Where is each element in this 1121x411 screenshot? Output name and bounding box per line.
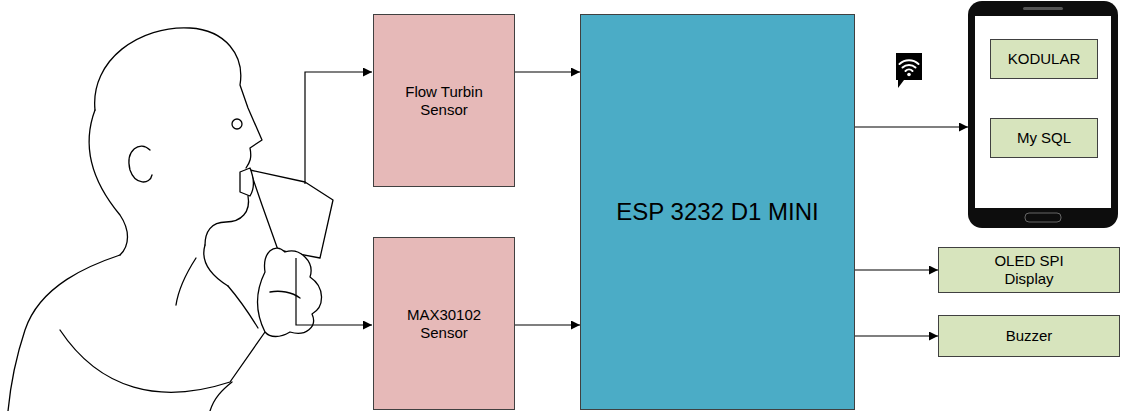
node-text: Buzzer <box>1006 327 1053 345</box>
node-text: ESP 3232 D1 MINI <box>616 198 818 227</box>
connector-arrow <box>855 269 938 270</box>
person-figure <box>8 28 333 411</box>
sensor-box: MAX30102 Sensor <box>373 237 515 410</box>
node-text: Flow Turbin Sensor <box>394 83 494 119</box>
node-text: KODULAR <box>1008 50 1081 68</box>
node-text: My SQL <box>1017 129 1071 147</box>
connector-arrow <box>515 324 580 325</box>
controller-box: ESP 3232 D1 MINI <box>580 14 855 410</box>
connector-arrow <box>855 126 968 127</box>
connector-arrow <box>515 71 580 72</box>
phone-device: KODULAR My SQL <box>968 1 1118 228</box>
sensor-lead <box>296 72 372 325</box>
node-text: MAX30102 Sensor <box>394 306 494 342</box>
wifi-icon <box>896 53 922 88</box>
node-text: OLED SPI Display <box>979 252 1079 288</box>
output-box: Buzzer <box>938 315 1120 357</box>
app-box: My SQL <box>990 118 1098 158</box>
app-box: KODULAR <box>990 39 1098 79</box>
phone-body <box>968 1 1118 228</box>
output-box: OLED SPI Display <box>938 247 1120 293</box>
sensor-box: Flow Turbin Sensor <box>373 14 515 187</box>
connector-arrow <box>855 335 938 336</box>
